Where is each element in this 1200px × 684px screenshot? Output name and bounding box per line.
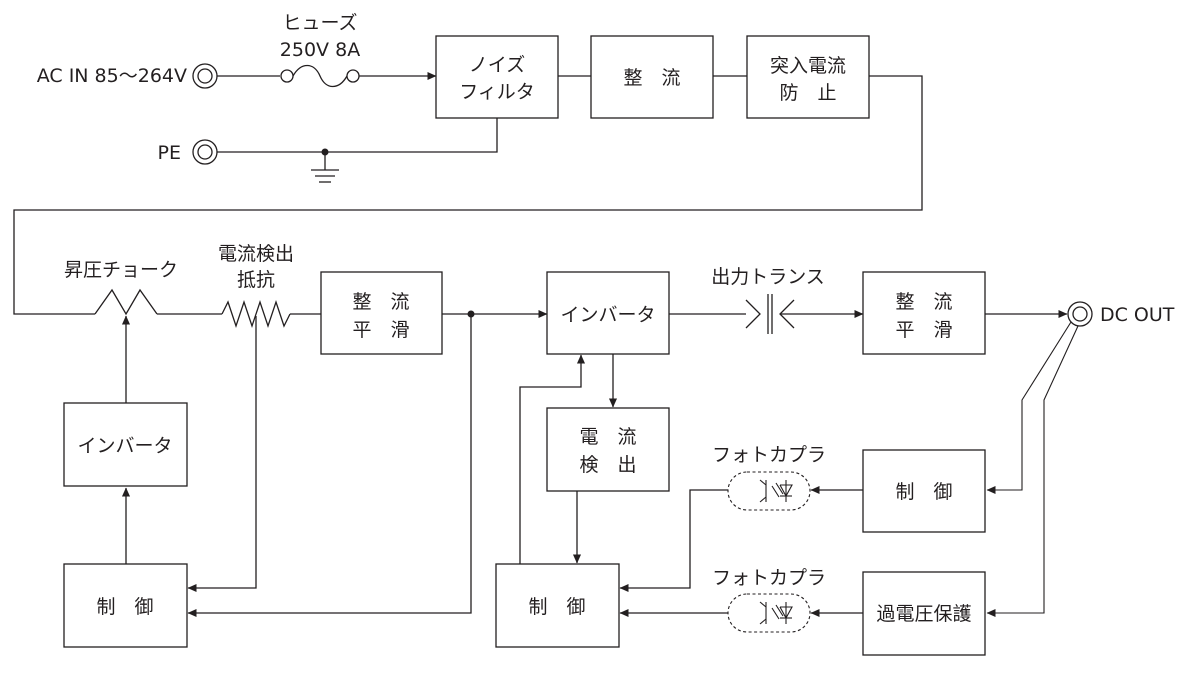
overvoltage-protect-label: 過電圧保護 — [876, 603, 971, 625]
pfc-control-block — [63, 563, 188, 648]
rect-smooth-2-block — [862, 271, 986, 355]
pfc-inverter-block — [63, 402, 188, 487]
overvoltage-protect-block — [862, 571, 986, 656]
pfc-inverter-label: インバータ — [77, 435, 172, 457]
main-control-block — [495, 563, 620, 648]
dc-out-label: DC OUT — [1100, 304, 1175, 326]
feedback-control-block — [862, 449, 986, 533]
current-detect-label-1: 電 流 — [579, 426, 636, 448]
dc-bus-wire — [187, 309, 548, 618]
feedback-control-label: 制 御 — [895, 481, 952, 503]
boost-choke-label: 昇圧チョーク — [64, 259, 178, 281]
photocoupler-1-symbol — [727, 471, 811, 511]
fuse-symbol — [217, 64, 437, 88]
output-transformer-symbol — [669, 294, 864, 334]
main-power-wire — [13, 75, 923, 315]
current-sense-resistor-label-2: 抵抗 — [237, 269, 275, 291]
current-detect-label-2: 検 出 — [579, 454, 636, 476]
current-sense-resistor-symbol — [187, 299, 321, 593]
rectifier-label: 整 流 — [623, 67, 680, 89]
fuse-rating-label: 250V 8A — [280, 39, 360, 61]
photocoupler-2-symbol — [727, 593, 811, 633]
noise-filter-label-2: フィルタ — [459, 81, 535, 103]
rect-smooth-2-label-1: 整 流 — [895, 291, 952, 313]
main-inverter-label: インバータ — [560, 304, 655, 326]
main-inverter-block — [546, 271, 670, 355]
pfc-control-label: 制 御 — [96, 596, 153, 618]
inrush-limit-block — [746, 35, 870, 119]
inrush-limit-label-2: 防 止 — [779, 82, 836, 104]
noise-filter-label-1: ノイズ — [469, 54, 525, 76]
pe-terminal — [192, 139, 218, 165]
boost-choke-symbol — [94, 288, 222, 403]
noise-filter-block — [435, 35, 559, 119]
inrush-limit-label-1: 突入電流 — [770, 55, 846, 77]
fuse-label: ヒューズ — [282, 12, 357, 34]
current-sense-resistor-label-1: 電流検出 — [218, 243, 294, 265]
ac-in-terminal — [192, 63, 218, 89]
rect-smooth-1-label-1: 整 流 — [352, 291, 409, 313]
pe-label: PE — [158, 142, 181, 164]
rect-smooth-1-label-2: 平 滑 — [352, 319, 409, 341]
dc-out-terminal — [1067, 301, 1093, 327]
photocoupler-1-label: フォトカプラ — [712, 444, 826, 466]
output-transformer-label: 出力トランス — [711, 266, 825, 288]
current-detect-block — [546, 407, 670, 492]
photocoupler-2-label: フォトカプラ — [712, 567, 826, 589]
main-control-label: 制 御 — [528, 596, 585, 618]
ac-in-label: AC IN 85～264V — [37, 65, 187, 87]
output-sense-wires — [986, 321, 1079, 618]
control-to-inverter-wire — [519, 354, 586, 564]
rect-smooth-2-label-2: 平 滑 — [895, 319, 952, 341]
rectifier-block — [590, 35, 714, 119]
rect-smooth-1-block — [320, 271, 443, 355]
pe-ground-line — [217, 117, 498, 183]
